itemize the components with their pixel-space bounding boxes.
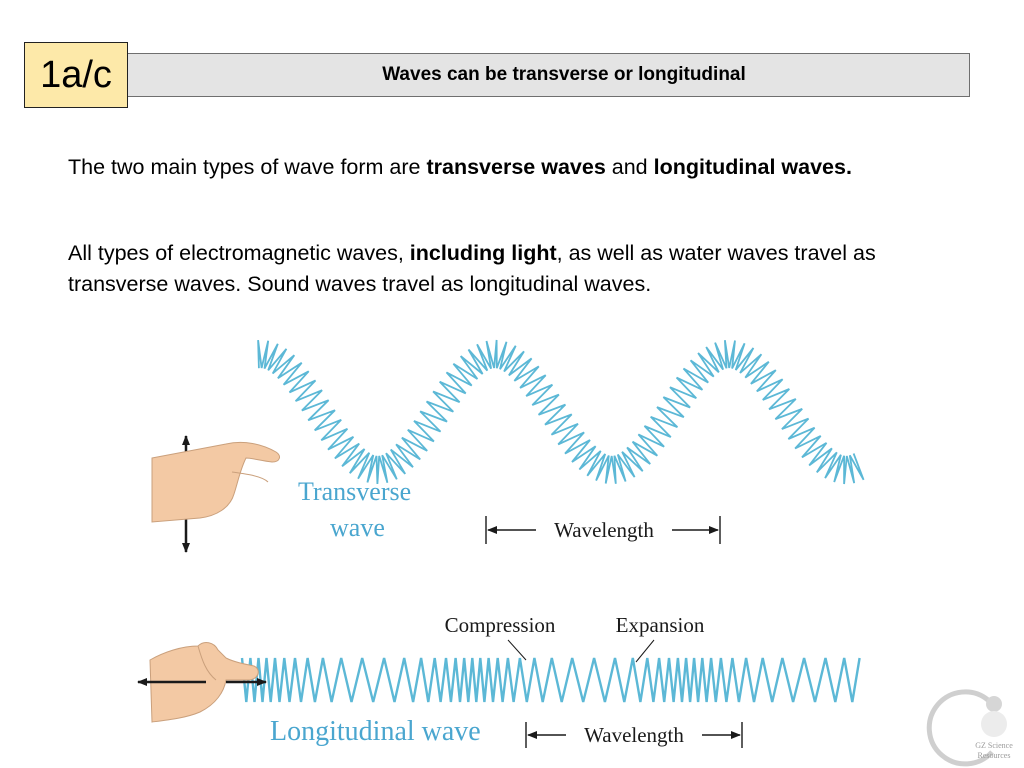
topic-code: 1a/c xyxy=(40,53,112,96)
expansion-pointer xyxy=(635,639,655,663)
p2-text-1: All types of electromagnetic waves, xyxy=(68,241,410,265)
longitudinal-wavelength-label: Wavelength xyxy=(584,723,684,747)
examples-paragraph: All types of electromagnetic waves, incl… xyxy=(68,238,948,300)
expansion-label: Expansion xyxy=(616,613,705,637)
p1-bold-longitudinal: longitudinal waves. xyxy=(653,155,852,179)
transverse-wavelength-marker xyxy=(485,516,721,544)
transverse-wavelength-label: Wavelength xyxy=(554,518,654,542)
logo-line1: GZ Science xyxy=(975,741,1013,750)
slide-title: Waves can be transverse or longitudinal xyxy=(382,64,746,85)
longitudinal-label: Longitudinal wave xyxy=(270,716,481,747)
transverse-hand-icon xyxy=(151,441,280,523)
p2-bold-light: including light xyxy=(409,241,557,265)
p1-text-1: The two main types of wave form are xyxy=(68,155,427,179)
transverse-label-line1: Transverse xyxy=(298,477,411,506)
topic-code-box: 1a/c xyxy=(24,42,128,108)
compression-label: Compression xyxy=(445,613,556,637)
p2-text-2: , as well as water waves travel as trans… xyxy=(68,241,876,296)
logo-line2: Resources xyxy=(978,751,1011,760)
transverse-label-line2: wave xyxy=(330,513,385,542)
p1-bold-transverse: transverse waves xyxy=(426,155,606,179)
longitudinal-wavelength-marker xyxy=(525,722,743,748)
intro-paragraph: The two main types of wave form are tran… xyxy=(68,152,948,183)
transverse-spring xyxy=(257,339,865,485)
title-bar: Waves can be transverse or longitudinal xyxy=(118,53,970,97)
gz-science-logo: GZ Science Resources xyxy=(926,689,1013,767)
p1-text-2: and xyxy=(605,155,654,179)
longitudinal-spring xyxy=(240,657,861,703)
compression-pointer xyxy=(507,639,527,661)
